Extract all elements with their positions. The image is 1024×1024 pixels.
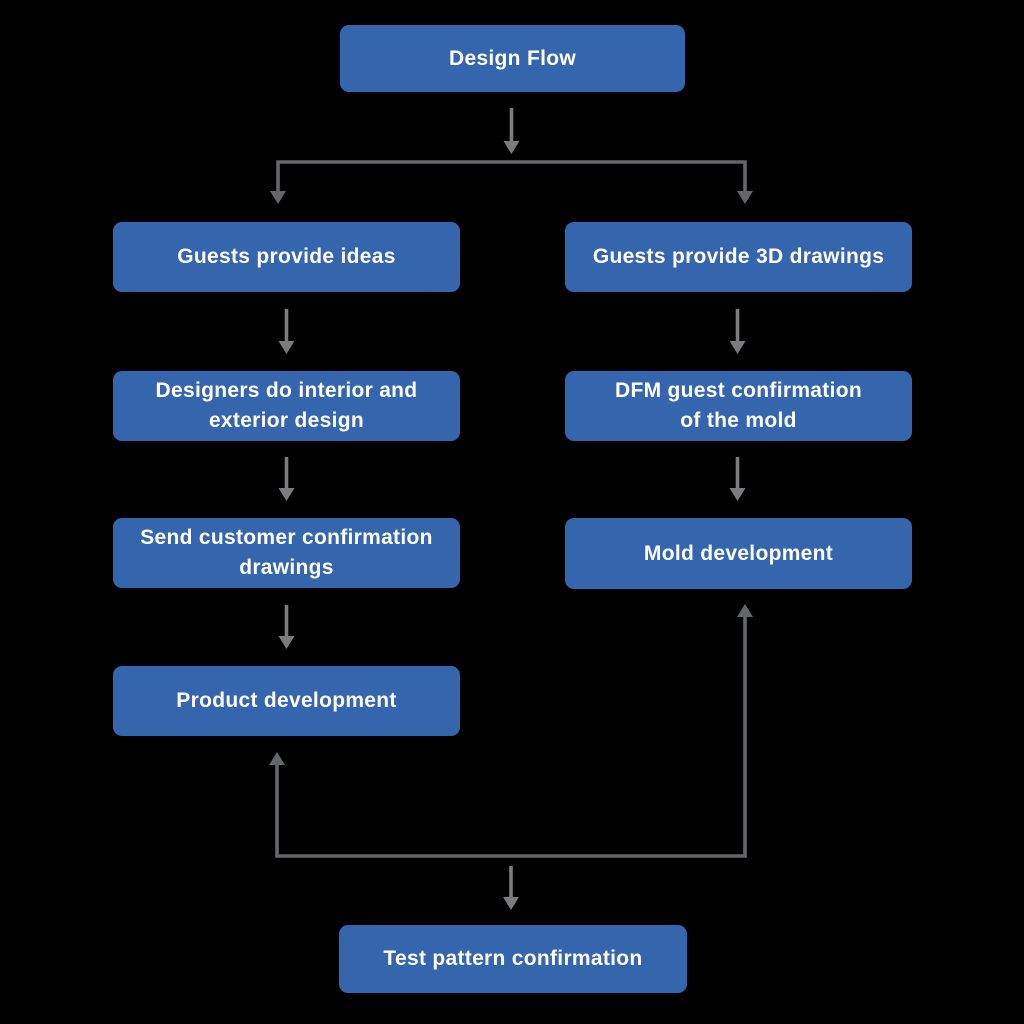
- node-send-customer-confirmation-drawings: Send customer confirmation drawings: [113, 518, 460, 588]
- node-dfm-guest-confirmation-label: DFM guest confirmation of the mold: [615, 379, 862, 432]
- node-test-pattern-confirmation-label: Test pattern confirmation: [383, 947, 643, 970]
- node-dfm-guest-confirmation: DFM guest confirmation of the mold: [565, 371, 912, 441]
- node-mold-development-label: Mold development: [643, 541, 834, 565]
- node-guests-provide-ideas-label: Guests provide ideas: [177, 245, 396, 268]
- node-guests-provide-3d-drawings-label: Guests provide 3D drawings: [592, 245, 885, 268]
- node-designers-interior-exterior-label: Designers do interior and exterior desig…: [155, 379, 418, 432]
- edge-dfm-to-mold-dev: [729, 457, 746, 501]
- branch-bus: [270, 160, 753, 204]
- node-designers-interior-exterior: Designers do interior and exterior desig…: [113, 371, 460, 441]
- feedback-bus: [269, 604, 753, 858]
- edge-junction-to-test-pattern: [503, 866, 519, 910]
- node-design-flow-label: Design Flow: [449, 46, 576, 70]
- node-test-pattern-confirmation: Test pattern confirmation: [339, 925, 687, 993]
- edge-designers-to-send-drawings: [278, 457, 295, 501]
- node-design-flow: Design Flow: [340, 25, 685, 92]
- edge-guests-3d-to-dfm: [729, 309, 746, 354]
- node-send-customer-confirmation-drawings-label: Send customer confirmation drawings: [140, 526, 433, 579]
- node-mold-development: Mold development: [565, 518, 912, 589]
- node-guests-provide-3d-drawings: Guests provide 3D drawings: [565, 222, 912, 292]
- node-product-development-label: Product development: [176, 689, 397, 712]
- edge-design-flow-to-branch: [503, 108, 520, 154]
- node-product-development: Product development: [113, 666, 460, 736]
- node-guests-provide-ideas: Guests provide ideas: [113, 222, 460, 292]
- edge-guests-ideas-to-designers: [278, 309, 295, 354]
- edge-send-drawings-to-product-dev: [278, 605, 295, 649]
